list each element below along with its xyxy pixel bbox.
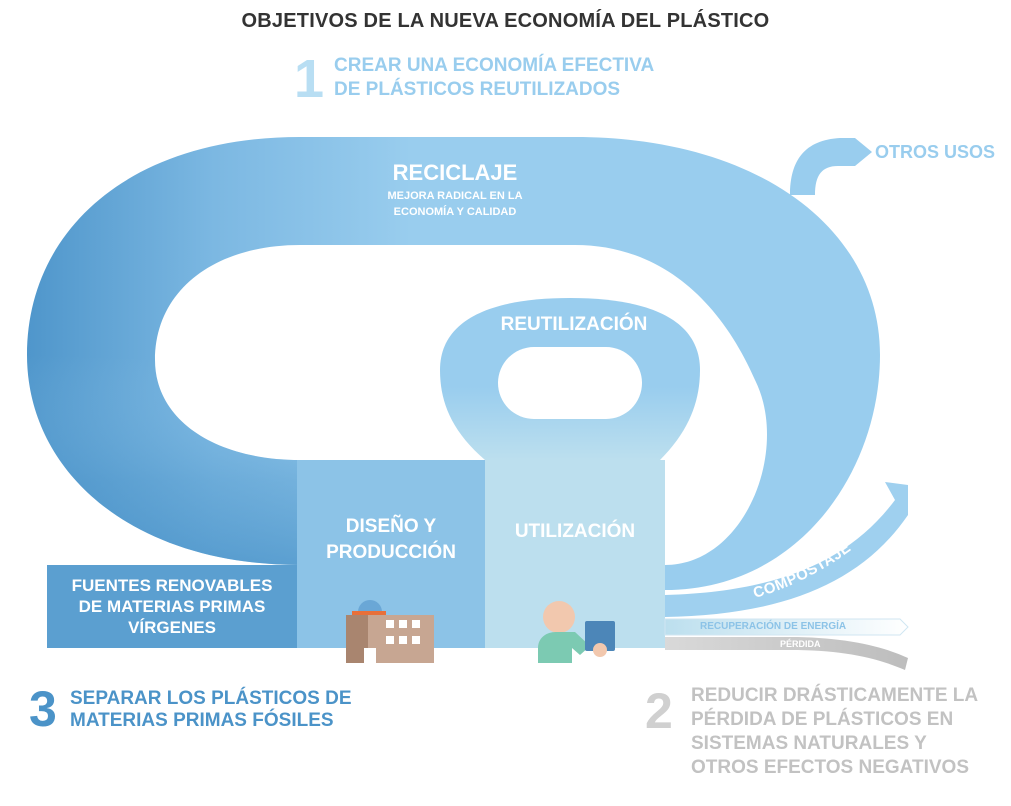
energy-recovery-arrow	[664, 618, 909, 636]
goal-1-line-2: DE PLÁSTICOS REUTILIZADOS	[334, 79, 621, 100]
sources-label: FUENTES RENOVABLES DE MATERIAS PRIMAS VÍ…	[47, 575, 297, 638]
use-label: UTILIZACIÓN	[514, 521, 636, 542]
goal-3-line-1: SEPARAR LOS PLÁSTICOS DE	[70, 688, 352, 709]
use-block	[485, 460, 665, 648]
design-line-1: DISEÑO Y	[345, 516, 437, 537]
loss-arrow	[665, 637, 908, 670]
goal-3-number: 3	[29, 681, 57, 737]
recycling-loop-shade	[27, 355, 300, 565]
sources-line-3: VÍRGENES	[128, 618, 216, 637]
goal-2-line-3: SISTEMAS NATURALES Y	[691, 733, 927, 754]
design-line-2: PRODUCCIÓN	[326, 542, 456, 563]
recycling-label: RECICLAJE MEJORA RADICAL EN LA ECONOMÍA …	[340, 160, 570, 220]
goal-2-line-2: PÉRDIDA DE PLÁSTICOS EN	[691, 709, 954, 730]
sources-line-2: DE MATERIAS PRIMAS	[78, 597, 266, 616]
goal-2-text: REDUCIR DRÁSTICAMENTE LA PÉRDIDA DE PLÁS…	[691, 684, 978, 780]
recycling-sub-1: MEJORA RADICAL EN LA	[387, 190, 523, 202]
reuse-loop-hole	[498, 347, 642, 419]
sources-block	[47, 565, 297, 648]
energy-recovery-label: RECUPERACIÓN DE ENERGÍA	[700, 621, 847, 632]
goal-3-text: SEPARAR LOS PLÁSTICOS DE MATERIAS PRIMAS…	[70, 688, 352, 732]
design-label: DISEÑO Y PRODUCCIÓN	[297, 514, 485, 566]
goal-2-line-1: REDUCIR DRÁSTICAMENTE LA	[691, 685, 979, 706]
goal-1-text: CREAR UNA ECONOMÍA EFECTIVA DE PLÁSTICOS…	[334, 54, 654, 102]
loss-label: PÉRDIDA	[780, 639, 821, 649]
recycling-title: RECICLAJE	[392, 160, 518, 185]
sources-line-1: FUENTES RENOVABLES	[71, 576, 273, 595]
other-uses-label: OTROS USOS	[875, 142, 996, 162]
goal-3-line-2: MATERIAS PRIMAS FÓSILES	[70, 710, 334, 731]
goal-2-line-4: OTROS EFECTOS NEGATIVOS	[691, 757, 969, 778]
person-with-package-icon	[538, 601, 615, 663]
reuse-label: REUTILIZACIÓN	[500, 314, 648, 335]
recycling-sub-2: ECONOMÍA Y CALIDAD	[393, 206, 517, 218]
factory-icon	[346, 600, 434, 663]
page-title: OBJETIVOS DE LA NUEVA ECONOMÍA DEL PLÁST…	[241, 10, 770, 32]
goal-1-number: 1	[294, 49, 325, 109]
goal-2-number: 2	[645, 683, 673, 739]
goal-1-line-1: CREAR UNA ECONOMÍA EFECTIVA	[334, 55, 655, 76]
composting-arrow	[665, 482, 908, 617]
other-uses-branch	[790, 138, 872, 195]
